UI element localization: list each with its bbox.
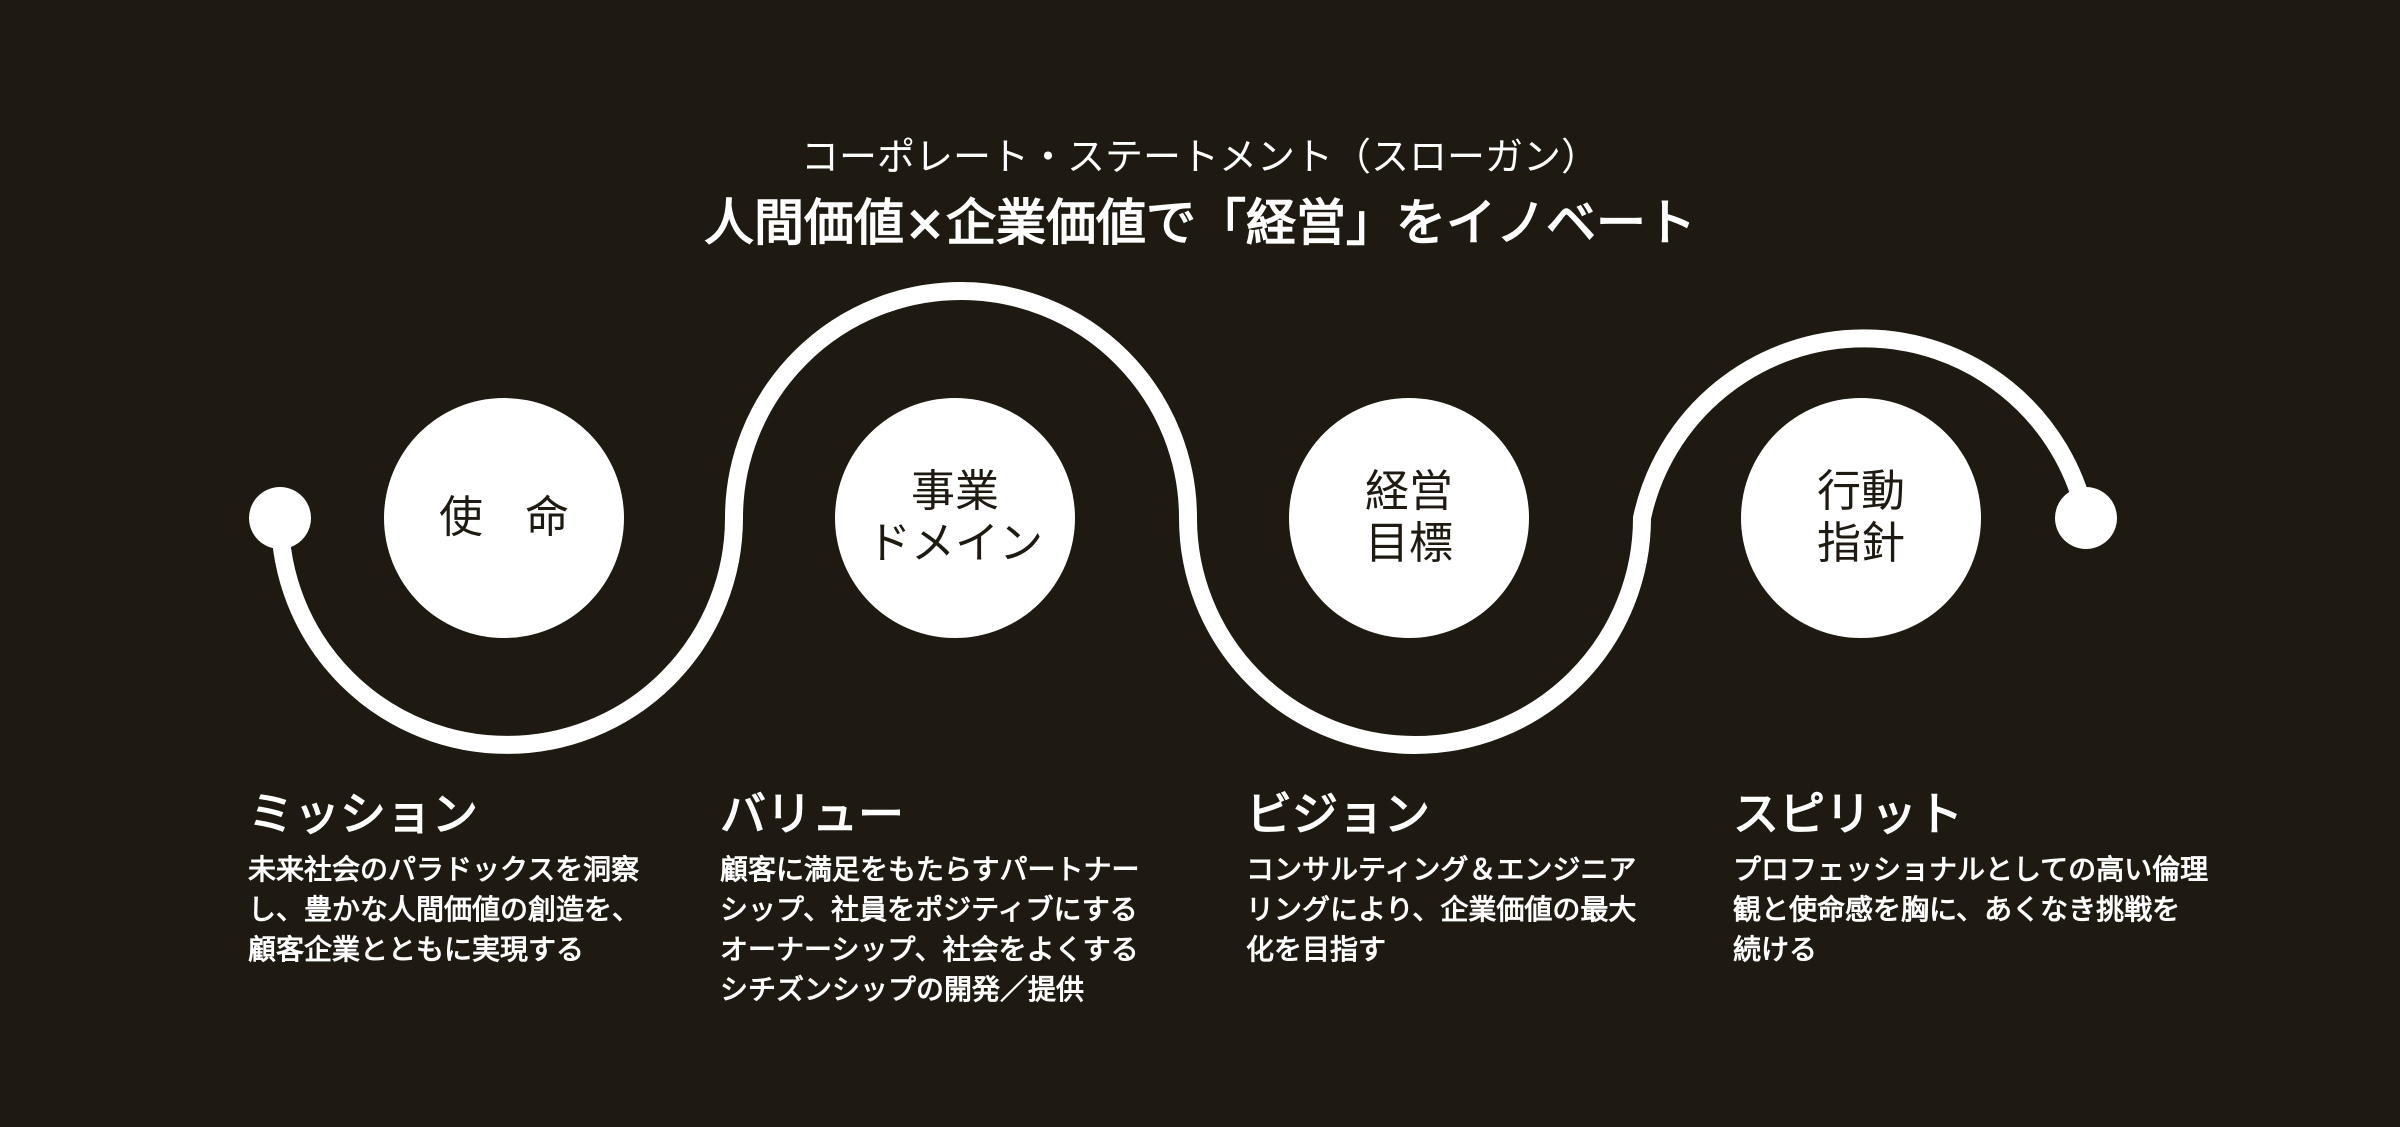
stage-circle-mission: 使 命	[384, 398, 624, 638]
stage-desc-mission: 未来社会のパラドックスを洞察 し、豊かな人間価値の創造を、 顧客企業とともに実現…	[248, 850, 640, 970]
stage-desc-line: リングにより、企業価値の最大	[1246, 893, 1637, 926]
wave-end-dot	[2055, 487, 2117, 549]
stage-circle-domain: 事業 ドメイン	[835, 398, 1075, 638]
stage-desc-spirit: プロフェッショナルとしての高い倫理 観と使命感を胸に、あくなき挑戦を 続ける	[1733, 850, 2208, 970]
stage-desc-line: 顧客に満足をもたらすパートナー	[720, 853, 1140, 886]
wave-line	[271, 282, 2095, 754]
stage-desc-line: 化を目指す	[1246, 933, 1387, 966]
stage-desc-line: 未来社会のパラドックスを洞察	[248, 853, 640, 886]
stage-circle-text: ドメイン	[867, 518, 1043, 569]
stage-desc-line: シチズンシップの開発／提供	[720, 973, 1085, 1006]
stage-label-mission: ミッション	[248, 787, 478, 841]
stage-circle-text: 指針	[1817, 518, 1905, 569]
stage-circle-guideline: 行動 指針	[1741, 398, 1981, 638]
stage-desc-line: プロフェッショナルとしての高い倫理	[1733, 853, 2209, 886]
stage-desc-line: シップ、社員をポジティブにする	[720, 893, 1138, 926]
stage-circle-goal: 経営 目標	[1289, 398, 1529, 638]
stage-desc-value: 顧客に満足をもたらすパートナー シップ、社員をポジティブにする オーナーシップ、…	[720, 850, 1139, 1010]
stage-label-value: バリュー	[720, 787, 904, 841]
stage-circle-text: 経営	[1365, 466, 1453, 518]
stage-label-spirit: スピリット	[1733, 787, 1963, 841]
stage-desc-line: 顧客企業とともに実現する	[248, 933, 585, 966]
stage-desc-vision: コンサルティング＆エンジニア リングにより、企業価値の最大 化を目指す	[1246, 850, 1636, 970]
stage-desc-line: コンサルティング＆エンジニア	[1246, 853, 1637, 886]
stage-desc-line: し、豊かな人間価値の創造を、	[248, 893, 641, 926]
wave-start-dot	[249, 487, 311, 549]
stage-desc-line: 観と使命感を胸に、あくなき挑戦を	[1733, 893, 2181, 926]
stage-desc-line: オーナーシップ、社会をよくする	[720, 933, 1139, 966]
stage-circle-text: 使 命	[439, 492, 583, 544]
stage-circle-text: 事業	[911, 466, 999, 518]
stage-desc-line: 続ける	[1733, 933, 1818, 966]
stage-circle-text: 目標	[1365, 518, 1453, 569]
slogan-title: 人間価値×企業価値で「経営」をイノベート	[704, 194, 1696, 252]
slogan-subtitle: コーポレート・ステートメント（スローガン）	[800, 135, 1599, 179]
stage-label-vision: ビジョン	[1246, 787, 1430, 841]
stage-circle-text: 行動	[1817, 466, 1905, 518]
